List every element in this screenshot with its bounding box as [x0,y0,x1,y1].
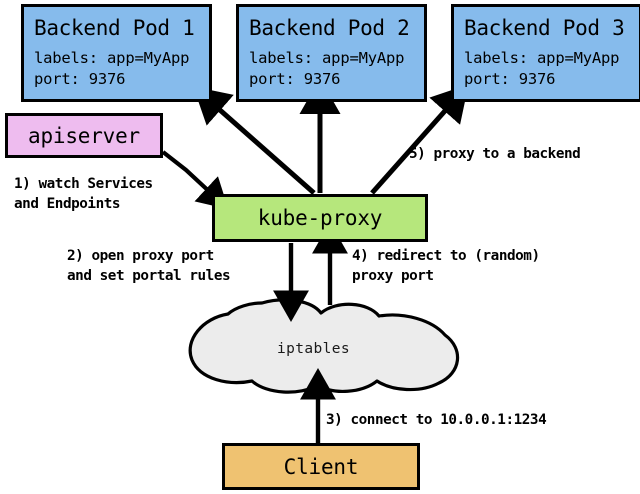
pod-3-labels: labels: app=MyApp [464,48,620,67]
backend-pod-2[interactable]: Backend Pod 2 labels: app=MyApp port: 93… [236,4,427,102]
arrow-apiserver-to-kubeproxy [161,150,229,210]
kube-proxy-node[interactable]: kube-proxy [212,194,428,242]
step-3-label: 3) connect to 10.0.0.1:1234 [326,412,547,428]
apiserver-label: apiserver [28,123,140,148]
pod-3-port: port: 9376 [464,69,556,88]
pod-2-labels: labels: app=MyApp [249,48,405,67]
pod-1-labels: labels: app=MyApp [34,48,190,67]
client-node[interactable]: Client [222,443,420,490]
arrow-kubeproxy-to-pod1 [193,86,316,195]
pod-2-title: Backend Pod 2 [249,15,410,40]
step-4-label: 4) redirect to (random) proxy port [352,248,540,284]
iptables-label: iptables [277,341,351,357]
pod-1-port: port: 9376 [34,69,126,88]
pod-1-title: Backend Pod 1 [34,15,195,40]
pod-2-port: port: 9376 [249,69,341,88]
step-1-label: 1) watch Services and Endpoints [14,176,153,212]
apiserver-node[interactable]: apiserver [5,113,163,158]
step-5-label: 5) proxy to a backend [409,146,581,162]
client-label: Client [283,454,359,479]
pod-3-title: Backend Pod 3 [464,15,625,40]
backend-pod-1[interactable]: Backend Pod 1 labels: app=MyApp port: 93… [21,4,212,102]
kube-proxy-label: kube-proxy [257,206,383,230]
backend-pod-3[interactable]: Backend Pod 3 labels: app=MyApp port: 93… [451,4,640,102]
step-2-label: 2) open proxy port and set portal rules [67,248,231,284]
